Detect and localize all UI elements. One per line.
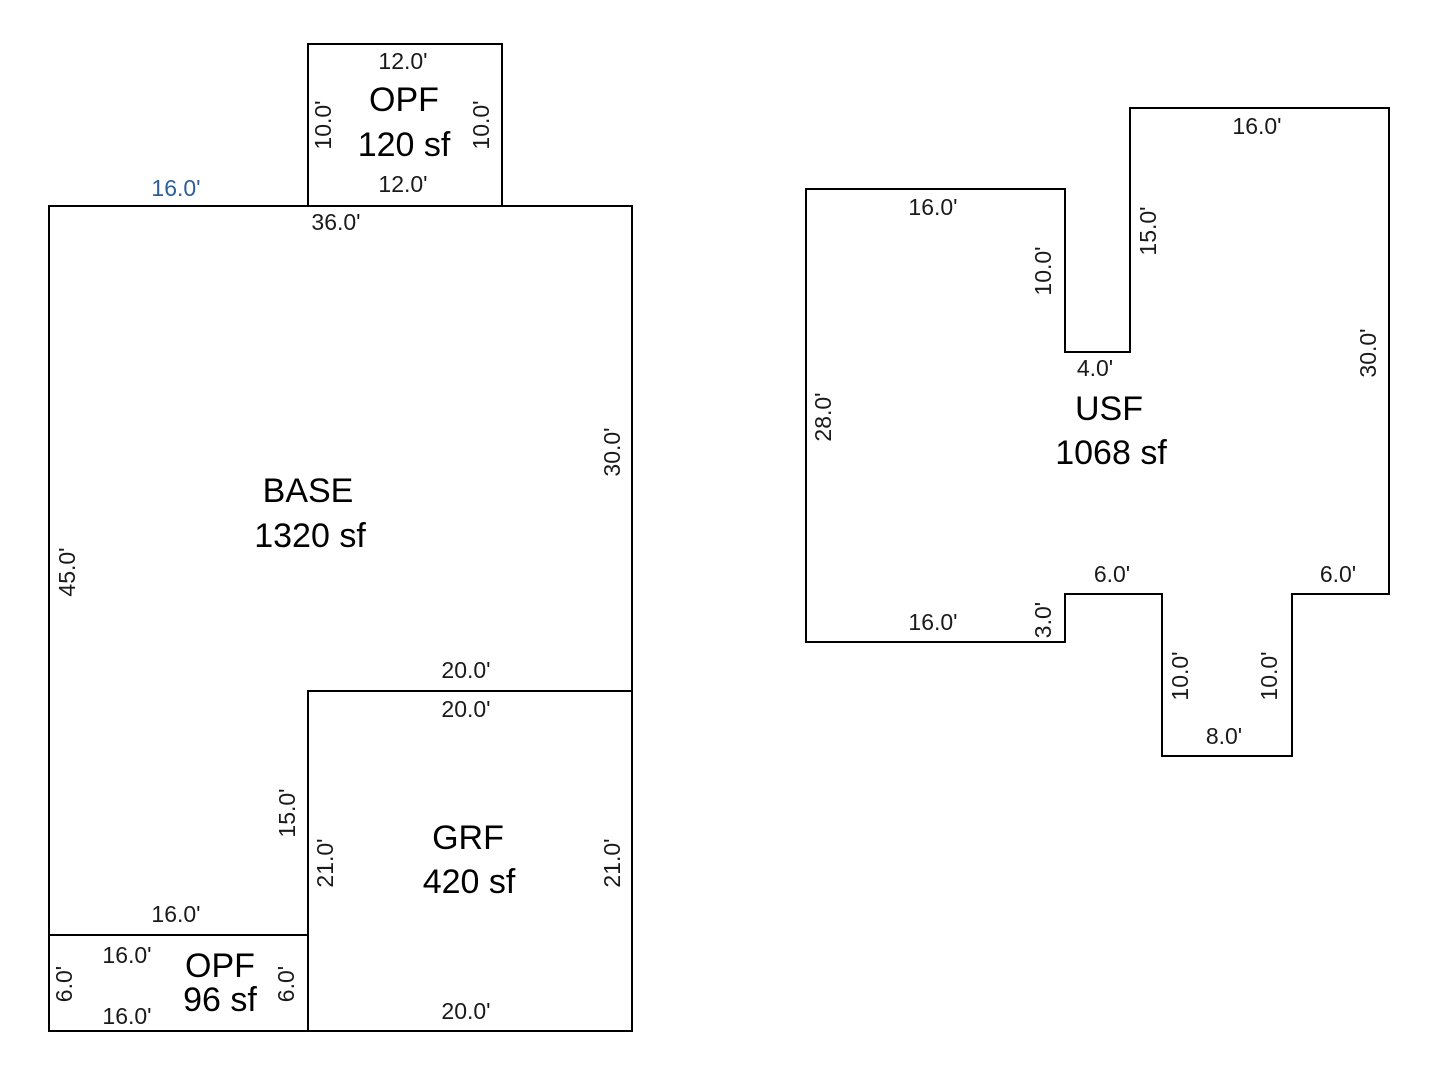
- opf-bottom-dim-bottom: 16.0': [102, 1003, 151, 1029]
- opf-bottom-dim-right: 6.0': [273, 966, 299, 1002]
- opf-top-code: OPF: [369, 81, 439, 119]
- usf-dim-notch-left: 10.0': [1030, 246, 1056, 295]
- grf-outline: [307, 690, 633, 1032]
- grf-size: 420 sf: [423, 863, 516, 901]
- usf-dim-right: 30.0': [1355, 328, 1381, 377]
- usf-code: USF: [1075, 390, 1143, 428]
- base-code: BASE: [263, 472, 354, 510]
- usf-size: 1068 sf: [1055, 434, 1167, 472]
- usf-dim-bottom-left: 16.0': [908, 609, 957, 635]
- opf-top-dim-bottom: 12.0': [378, 171, 427, 197]
- base-dim-bottom-left: 16.0': [151, 901, 200, 927]
- opf-top-dim-right: 10.0': [468, 100, 494, 149]
- base-dim-step-side: 15.0': [274, 788, 300, 837]
- opf-bottom-code: OPF: [185, 947, 255, 985]
- opf-bottom-dim-left: 6.0': [51, 966, 77, 1002]
- opf-top-dim-left: 10.0': [310, 100, 336, 149]
- usf-dim-notch-bottom: 4.0': [1077, 355, 1113, 381]
- base-dim-top: 36.0': [311, 209, 360, 235]
- grf-dim-right: 21.0': [599, 838, 625, 887]
- base-size: 1320 sf: [254, 517, 366, 555]
- usf-dim-mid-ledge: 6.0': [1094, 561, 1130, 587]
- area-base: 16.0' 36.0' 30.0' 45.0' 20.0' 15.0' 16.0…: [48, 175, 633, 936]
- opf-bottom-dim-top: 16.0': [102, 942, 151, 968]
- area-usf: 16.0' 10.0' 4.0' 15.0' 16.0' 30.0' 28.0'…: [805, 107, 1390, 757]
- base-dim-left: 45.0': [54, 547, 80, 596]
- grf-dim-bottom: 20.0': [441, 998, 490, 1024]
- opf-top-size: 120 sf: [358, 126, 451, 164]
- area-grf: 20.0' 20.0' 21.0' 21.0' GRF 420 sf: [307, 690, 633, 1032]
- usf-dim-left: 28.0': [810, 392, 836, 441]
- usf-dim-notch-right: 15.0': [1135, 206, 1161, 255]
- opf-bottom-size: 96 sf: [183, 981, 257, 1019]
- grf-code: GRF: [432, 819, 504, 857]
- opf-top-dim-top: 12.0': [378, 48, 427, 74]
- building-left: 12.0' 12.0' 10.0' 10.0' OPF 120 sf 16.0'…: [48, 43, 633, 1032]
- base-dim-right: 30.0': [599, 427, 625, 476]
- usf-dim-top-right: 16.0': [1232, 113, 1281, 139]
- base-dim-top-left-segment: 16.0': [151, 175, 200, 201]
- usf-dim-tab-left: 10.0': [1167, 651, 1193, 700]
- usf-dim-tab-bottom: 8.0': [1206, 723, 1242, 749]
- opf-bottom-outline: [48, 934, 309, 1032]
- grf-dim-left: 21.0': [312, 838, 338, 887]
- base-outline: [48, 205, 633, 936]
- area-opf-bottom: 16.0' 16.0' 6.0' 6.0' OPF 96 sf: [48, 934, 309, 1032]
- usf-dim-step-small: 3.0': [1030, 602, 1056, 638]
- usf-dim-right-ledge: 6.0': [1320, 561, 1356, 587]
- usf-outline: [805, 107, 1390, 757]
- area-opf-top: 12.0' 12.0' 10.0' 10.0' OPF 120 sf: [307, 43, 503, 207]
- base-dim-step-top: 20.0': [441, 657, 490, 683]
- usf-dim-top-left: 16.0': [908, 194, 957, 220]
- grf-dim-top: 20.0': [441, 696, 490, 722]
- usf-dim-tab-right: 10.0': [1256, 651, 1282, 700]
